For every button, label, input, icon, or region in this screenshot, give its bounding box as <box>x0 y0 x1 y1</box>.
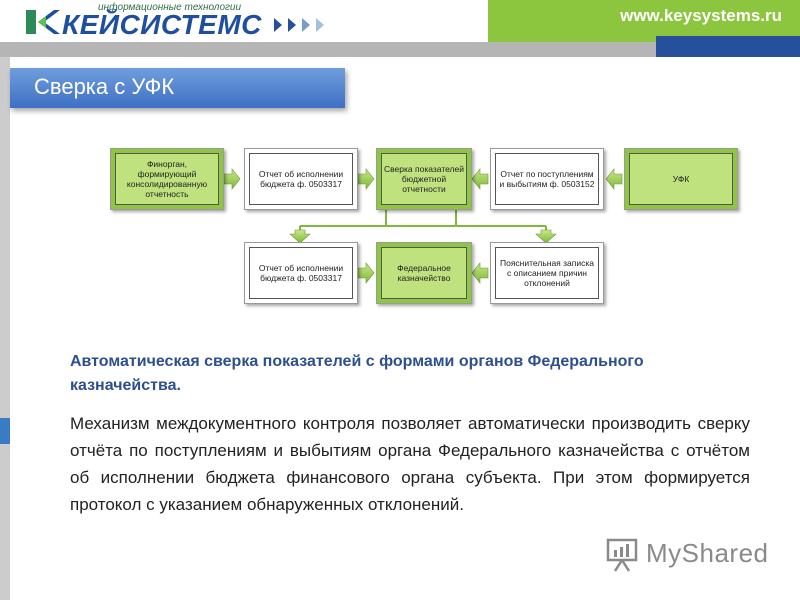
content-heading: Автоматическая сверка показателей с форм… <box>70 353 644 394</box>
logo-tagline: информационные технологии <box>98 2 242 13</box>
keysystems-logo-icon <box>26 10 60 34</box>
arrow-right <box>357 168 375 190</box>
diagram-box-report-0503152: Отчет по поступлениям и выбытиям ф. 0503… <box>490 148 604 210</box>
left-side-accent <box>0 418 10 444</box>
arrow-left <box>471 168 489 190</box>
chevron-right-icons <box>274 18 324 32</box>
logo-text: КЕЙСИСТЕМС <box>62 9 262 40</box>
diagram-box-report-0503317: Отчет об исполнении бюджета ф. 0503317 <box>244 148 358 210</box>
arrow-left <box>471 262 489 284</box>
header-gray-bar <box>0 42 656 57</box>
diagram-box-finorgan: Финорган, формирующий консолидированную … <box>110 148 224 210</box>
left-side-strip <box>0 57 10 600</box>
watermark-text: MyShared <box>646 538 769 568</box>
arrow-right <box>357 262 375 284</box>
diagram-box-explanatory-note: Пояснительная записка с описанием причин… <box>490 242 604 304</box>
arrow-left <box>605 168 623 190</box>
diagram-box-federal-treasury: Федеральное казначейство <box>376 242 472 304</box>
arrow-right <box>223 168 241 190</box>
site-url-link[interactable]: www.keysystems.ru <box>620 6 782 25</box>
slide-title: Сверка с УФК <box>34 74 175 99</box>
slide-title-band: Сверка с УФК <box>10 68 345 108</box>
diagram-box-ufk: УФК <box>624 148 738 210</box>
diagram-box-reconciliation: Сверка показателей бюджетной отчетности <box>376 148 472 210</box>
header-green-panel: www.keysystems.ru <box>488 0 800 42</box>
header-blue-bar <box>656 36 800 57</box>
presentation-icon <box>606 538 638 572</box>
diagram-box-report-0503317-result: Отчет об исполнении бюджета ф. 0503317 <box>244 242 358 304</box>
content-paragraph: Механизм междокументного контроля позвол… <box>70 414 750 514</box>
